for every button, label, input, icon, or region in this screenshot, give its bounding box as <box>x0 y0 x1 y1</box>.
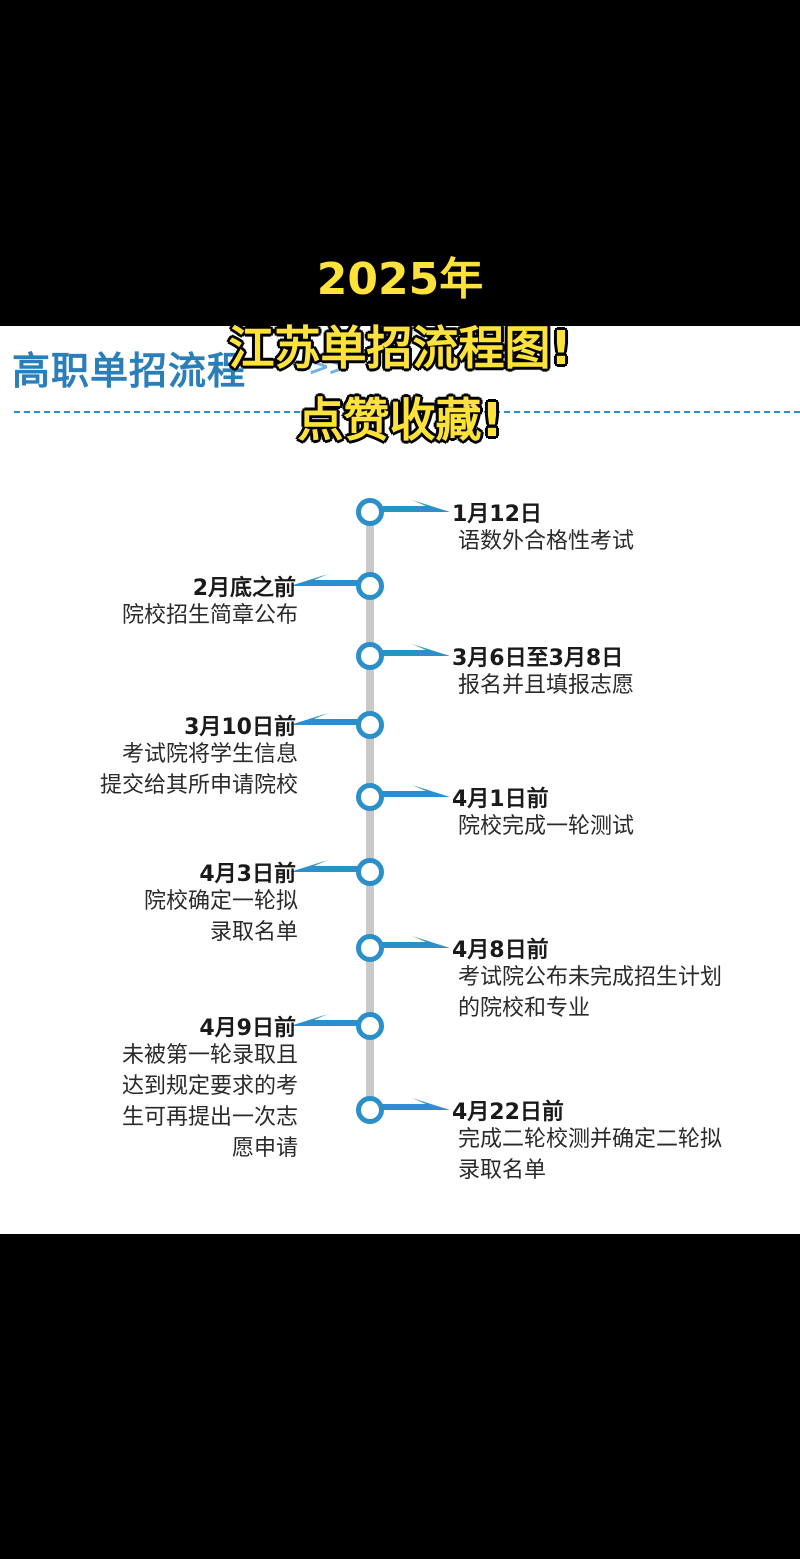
pointer-arrow-icon <box>290 574 358 586</box>
event-description-line: 语数外合格性考试 <box>458 529 635 554</box>
event-description-line: 生可再提出一次志 <box>121 1105 298 1130</box>
event-description-line: 院校完成一轮测试 <box>458 814 635 839</box>
timeline-node <box>356 1012 384 1040</box>
event-date: 4月1日前 <box>452 787 549 812</box>
event-description-line: 录取名单 <box>458 1158 547 1183</box>
timeline-node <box>356 572 384 600</box>
timeline-node <box>356 934 384 962</box>
event-date: 1月12日 <box>452 502 542 527</box>
event-description: 报名并且填报志愿 <box>458 670 634 701</box>
pointer-arrow-icon <box>382 1098 450 1110</box>
event-description-line: 考试院公布未完成招生计划 <box>458 965 723 990</box>
event-date: 4月8日前 <box>452 938 549 963</box>
section-arrows: >> <box>308 352 350 382</box>
event-description: 考试院将学生信息提交给其所申请院校 <box>100 739 298 801</box>
event-date: 4月9日前 <box>199 1016 296 1041</box>
timeline-node <box>356 498 384 526</box>
event-date: 2月底之前 <box>192 576 296 601</box>
timeline-node <box>356 1096 384 1124</box>
timeline-node <box>356 858 384 886</box>
event-description-line: 院校招生简章公布 <box>121 603 298 628</box>
event-description: 完成二轮校测并确定二轮拟录取名单 <box>458 1124 722 1186</box>
overlay-year: 2025年 <box>316 254 484 305</box>
event-date: 4月22日前 <box>452 1100 564 1125</box>
event-description-line: 提交给其所申请院校 <box>99 773 298 798</box>
event-date: 3月6日至3月8日 <box>452 646 624 671</box>
section-title: 高职单招流程 <box>12 349 247 393</box>
pointer-arrow-icon <box>382 936 450 948</box>
event-description-line: 未被第一轮录取且 <box>121 1043 298 1068</box>
event-description: 考试院公布未完成招生计划的院校和专业 <box>458 962 722 1024</box>
pointer-arrow-icon <box>382 644 450 656</box>
event-description-line: 的院校和专业 <box>458 996 591 1021</box>
event-date: 3月10日前 <box>184 715 296 740</box>
timeline-node <box>356 783 384 811</box>
event-description: 院校招生简章公布 <box>122 600 298 631</box>
timeline-node <box>356 642 384 670</box>
event-description-line: 愿申请 <box>231 1136 298 1161</box>
overlay-subheadline: 点赞收藏! <box>297 393 503 447</box>
event-description-line: 报名并且填报志愿 <box>458 673 635 698</box>
event-description-line: 院校确定一轮拟 <box>143 889 298 914</box>
event-description-line: 录取名单 <box>209 920 298 945</box>
event-description-line: 完成二轮校测并确定二轮拟 <box>458 1127 723 1152</box>
overlay-headline: 江苏单招流程图! <box>228 321 572 375</box>
pointer-arrow-icon <box>382 785 450 797</box>
event-description-line: 达到规定要求的考 <box>121 1074 298 1099</box>
event-description: 院校完成一轮测试 <box>458 811 634 842</box>
pointer-arrow-icon <box>290 713 358 725</box>
content-panel <box>0 326 800 1234</box>
timeline-axis <box>366 512 374 1112</box>
event-description: 院校确定一轮拟录取名单 <box>144 886 298 948</box>
timeline-node <box>356 711 384 739</box>
pointer-arrow-icon <box>290 1014 358 1026</box>
dashed-divider <box>14 411 800 413</box>
event-description-line: 考试院将学生信息 <box>121 742 298 767</box>
pointer-arrow-icon <box>290 860 358 872</box>
event-date: 4月3日前 <box>199 862 296 887</box>
pointer-arrow-icon <box>382 500 450 512</box>
event-description: 未被第一轮录取且达到规定要求的考生可再提出一次志愿申请 <box>122 1040 298 1164</box>
event-description: 语数外合格性考试 <box>458 526 634 557</box>
